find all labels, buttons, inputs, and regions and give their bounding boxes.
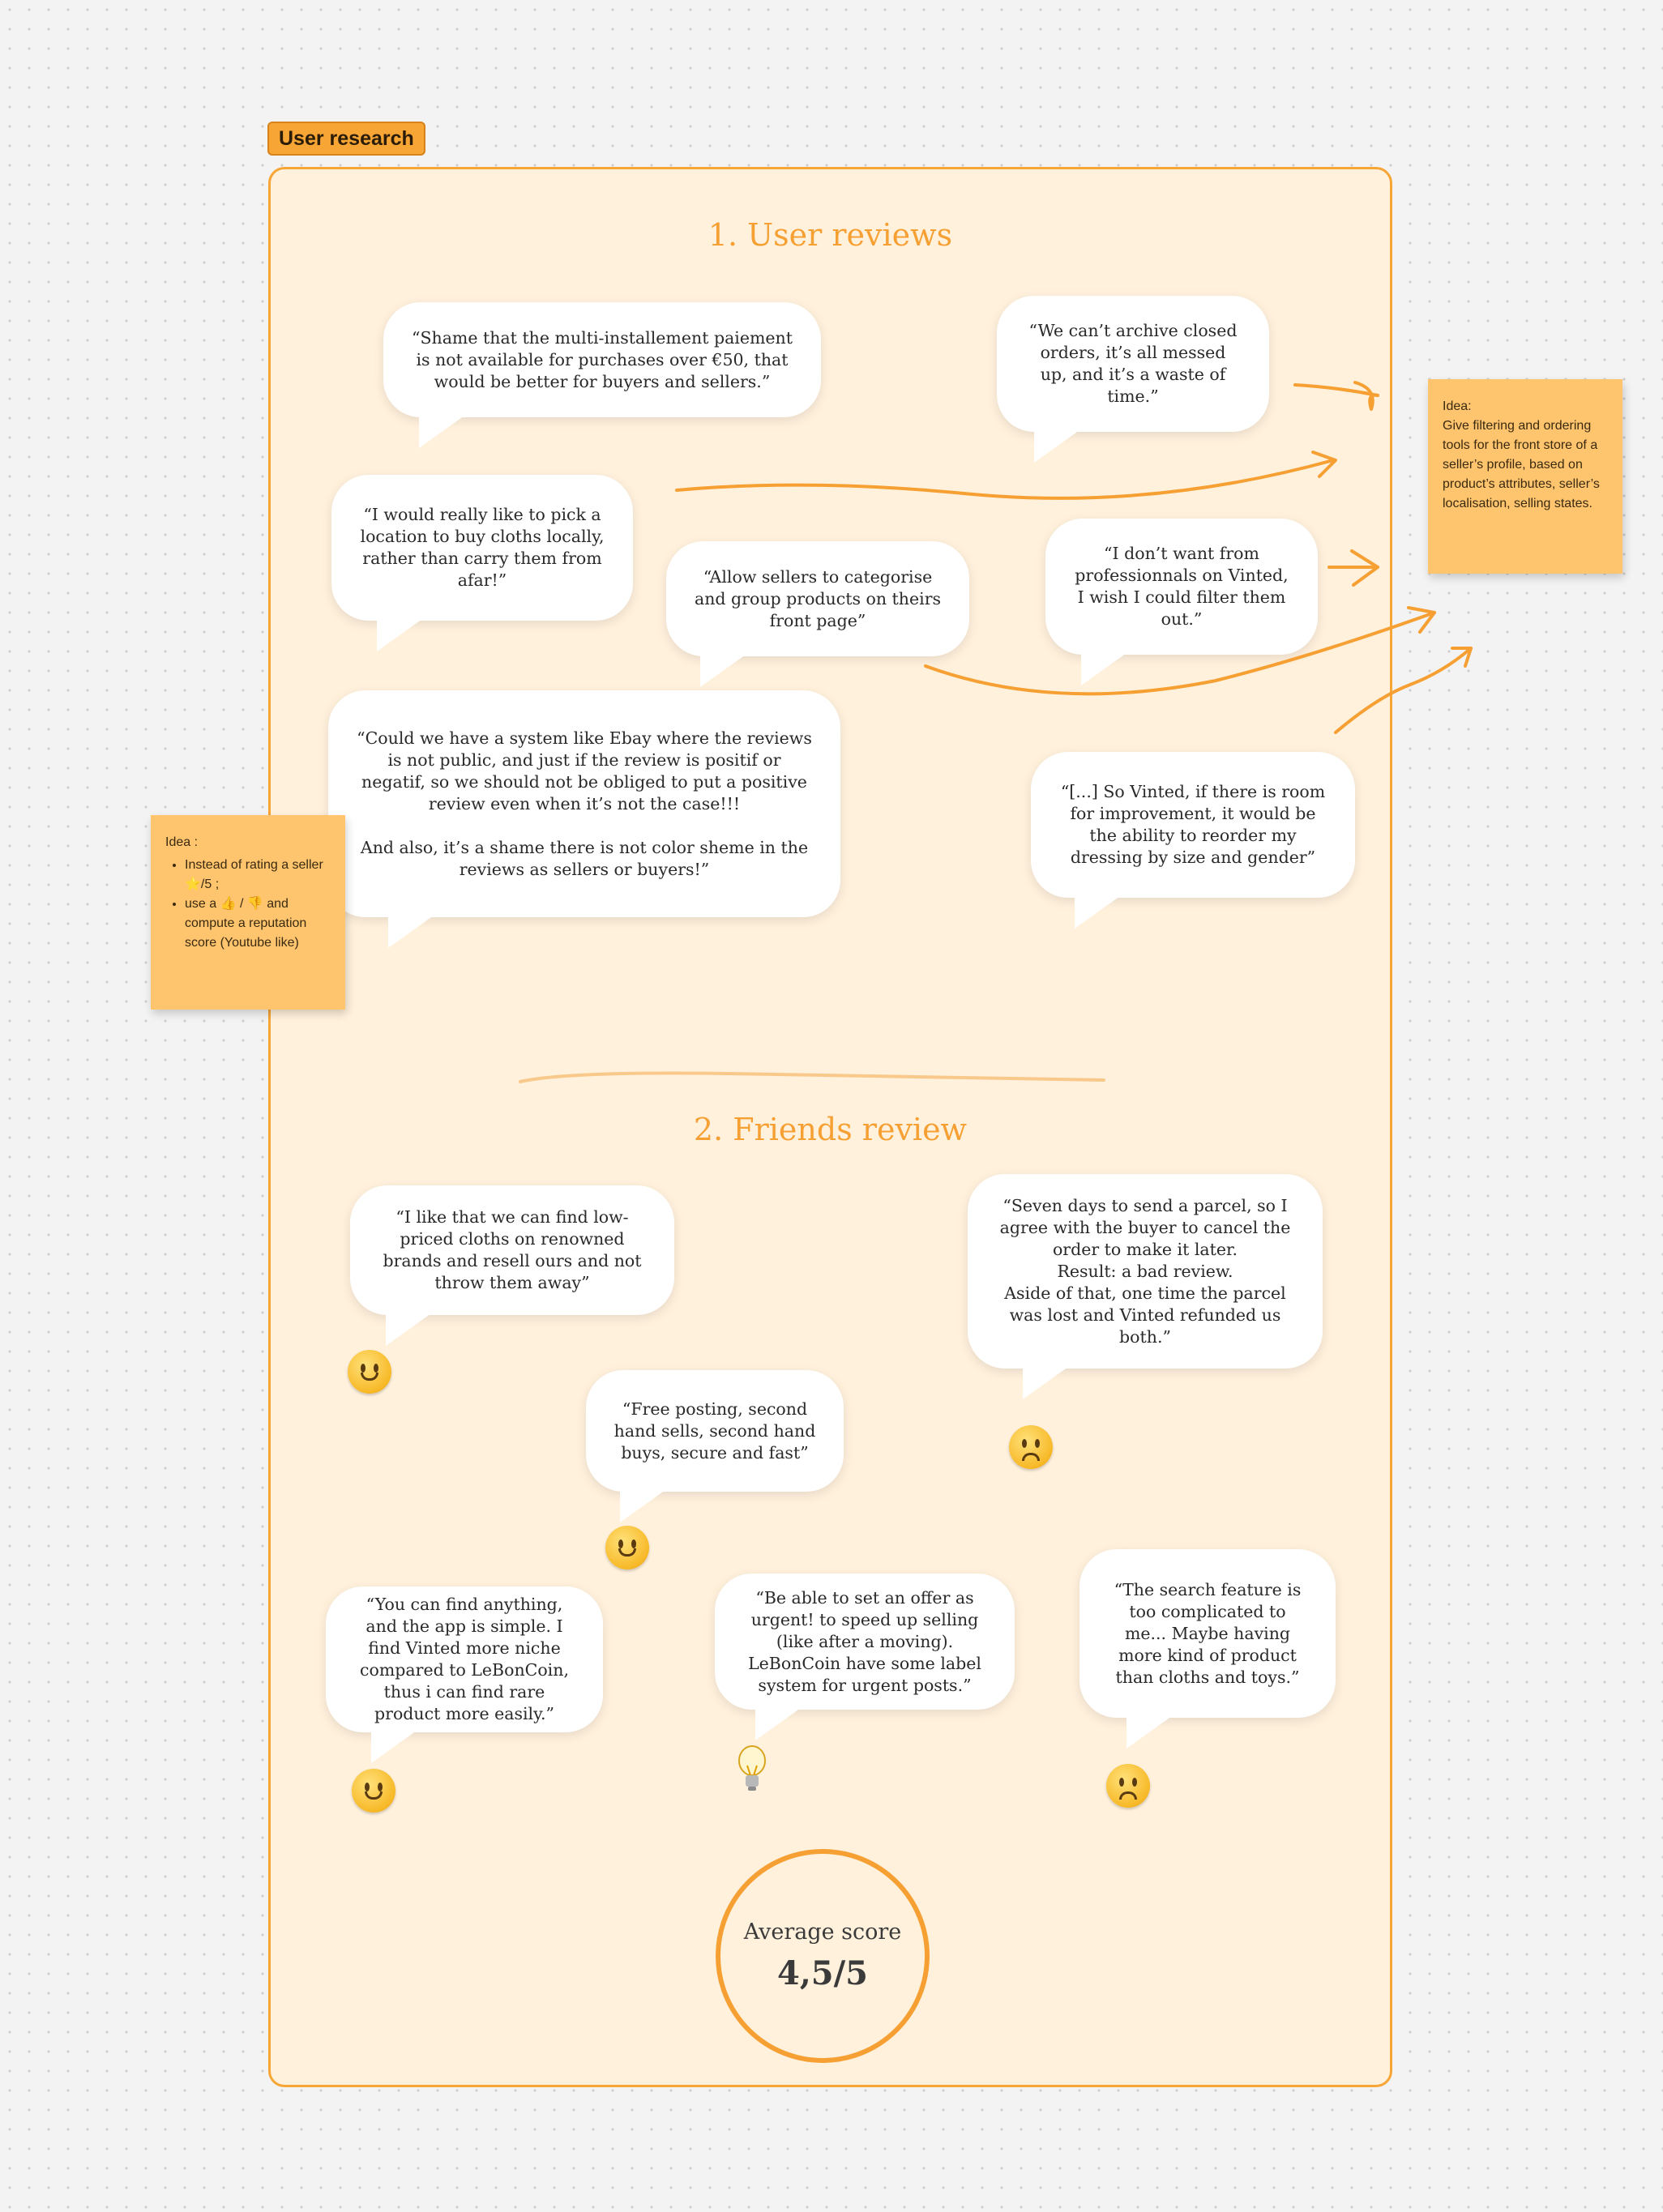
sad-icon	[1009, 1425, 1053, 1469]
sticky-list: Instead of rating a seller ⭐/5 ; use a 👍…	[165, 856, 331, 953]
sticky-title: Idea:	[1443, 399, 1472, 413]
arrow	[1407, 606, 1436, 634]
smile-icon	[352, 1769, 395, 1813]
arrow	[675, 459, 1335, 500]
review-text: “[...] So Vinted, if there is room for i…	[1060, 782, 1326, 867]
review-text: “Shame that the multi-installement paiem…	[411, 327, 793, 391]
friend-review-bubble[interactable]: “I like that we can find low-priced clot…	[350, 1185, 674, 1346]
friend-review-bubble[interactable]: “The search feature is too complicated t…	[1079, 1549, 1336, 1749]
user-review-bubble[interactable]: “I would really like to pick a location …	[331, 475, 633, 651]
idea-sticky-note-left[interactable]: Idea : Instead of rating a seller ⭐/5 ; …	[151, 815, 345, 1010]
friend-review-bubble[interactable]: “Free posting, second hand sells, second…	[586, 1370, 844, 1522]
arrow	[1350, 549, 1379, 587]
lightbulb-icon	[738, 1745, 766, 1791]
average-score-circle: Average score 4,5/5	[716, 1849, 930, 2063]
section-title-friends-review: 2. Friends review	[693, 1112, 968, 1147]
review-text: “Allow sellers to categorise and group p…	[694, 566, 942, 630]
user-review-bubble[interactable]: “We can’t archive closed orders, it’s al…	[997, 296, 1269, 463]
review-text: “I would really like to pick a location …	[360, 505, 605, 590]
user-review-bubble[interactable]: “Allow sellers to categorise and group p…	[666, 541, 969, 687]
smile-icon	[348, 1350, 391, 1394]
friend-review-bubble[interactable]: “You can find anything, and the app is s…	[326, 1586, 603, 1763]
arrow	[1353, 381, 1379, 411]
arrow	[924, 611, 1436, 696]
friend-review-bubble[interactable]: “Seven days to send a parcel, so I agree…	[968, 1174, 1323, 1399]
idea-sticky-note-right[interactable]: Idea: Give filtering and ordering tools …	[1428, 379, 1622, 574]
sticky-list-item: use a 👍 / 👎 and compute a reputation sco…	[185, 895, 331, 953]
review-text: “Could we have a system like Ebay where …	[357, 728, 812, 879]
review-text: “The search feature is too complicated t…	[1114, 1579, 1302, 1687]
user-review-bubble[interactable]: “I don’t want from professionnals on Vin…	[1045, 519, 1318, 685]
sticky-list-item: Instead of rating a seller ⭐/5 ;	[185, 856, 331, 895]
review-text: “You can find anything, and the app is s…	[360, 1595, 569, 1723]
average-score-label: Average score	[743, 1919, 902, 1945]
sticky-title: Idea :	[165, 835, 199, 849]
smile-icon	[605, 1526, 649, 1569]
review-text: “Seven days to send a parcel, so I agree…	[999, 1195, 1291, 1347]
sad-icon	[1106, 1764, 1150, 1808]
divider	[519, 1071, 1105, 1083]
review-text: “Free posting, second hand sells, second…	[613, 1399, 816, 1463]
user-review-bubble[interactable]: “[...] So Vinted, if there is room for i…	[1031, 752, 1355, 929]
review-text: “I don’t want from professionnals on Vin…	[1075, 544, 1289, 629]
average-score-value: 4,5/5	[776, 1954, 869, 1992]
arrow	[1311, 451, 1337, 478]
review-text: “I like that we can find low-priced clot…	[383, 1207, 642, 1292]
friend-review-bubble[interactable]: “Be able to set an offer as urgent! to s…	[715, 1574, 1015, 1740]
frame-label[interactable]: User research	[267, 122, 425, 156]
sticky-text: Give filtering and ordering tools for th…	[1443, 419, 1600, 510]
user-review-bubble[interactable]: “Shame that the multi-installement paiem…	[383, 302, 821, 448]
arrow	[1451, 647, 1473, 668]
arrow	[1293, 383, 1379, 397]
user-review-bubble[interactable]: “Could we have a system like Ebay where …	[328, 690, 840, 948]
review-text: “Be able to set an offer as urgent! to s…	[748, 1587, 981, 1695]
arrow	[1334, 647, 1473, 734]
section-title-user-reviews: 1. User reviews	[708, 217, 953, 253]
review-text: “We can’t archive closed orders, it’s al…	[1028, 321, 1238, 406]
